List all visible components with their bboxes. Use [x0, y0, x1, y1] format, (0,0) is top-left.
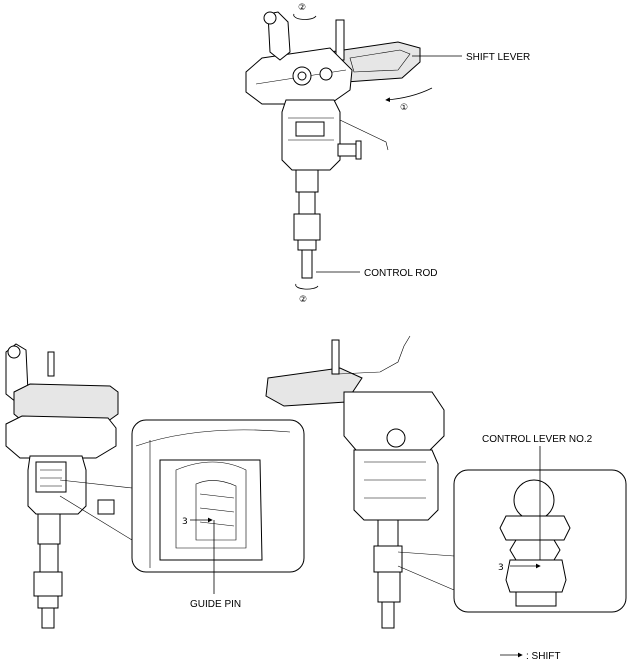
rotation-arrow-bottom: ② — [295, 283, 319, 305]
shift-legend: : SHIFT — [500, 651, 560, 662]
control-rod-label: CONTROL ROD — [364, 268, 438, 279]
callout-2-bottom: ② — [299, 295, 307, 305]
callout-3-right: 3 — [498, 563, 504, 573]
callout-2-top: ② — [298, 3, 306, 13]
shift-legend-label: : SHIFT — [526, 651, 560, 662]
zoom-inset-left: 3 — [131, 419, 305, 594]
bottom-right-assembly — [265, 335, 455, 629]
callout-3-left: 3 — [182, 517, 188, 527]
control-lever-no2-label: CONTROL LEVER NO.2 — [482, 434, 593, 445]
zoom-inset-right: 3 — [453, 446, 627, 613]
guide-pin-label: GUIDE PIN — [190, 599, 241, 610]
bottom-left-assembly — [5, 343, 133, 629]
top-assembly — [245, 11, 421, 279]
shift-lever-label: SHIFT LEVER — [466, 52, 530, 63]
movement-arrow-1: ① — [385, 87, 433, 113]
callout-1: ① — [400, 103, 408, 113]
rotation-arrow-top: ② — [293, 3, 317, 20]
